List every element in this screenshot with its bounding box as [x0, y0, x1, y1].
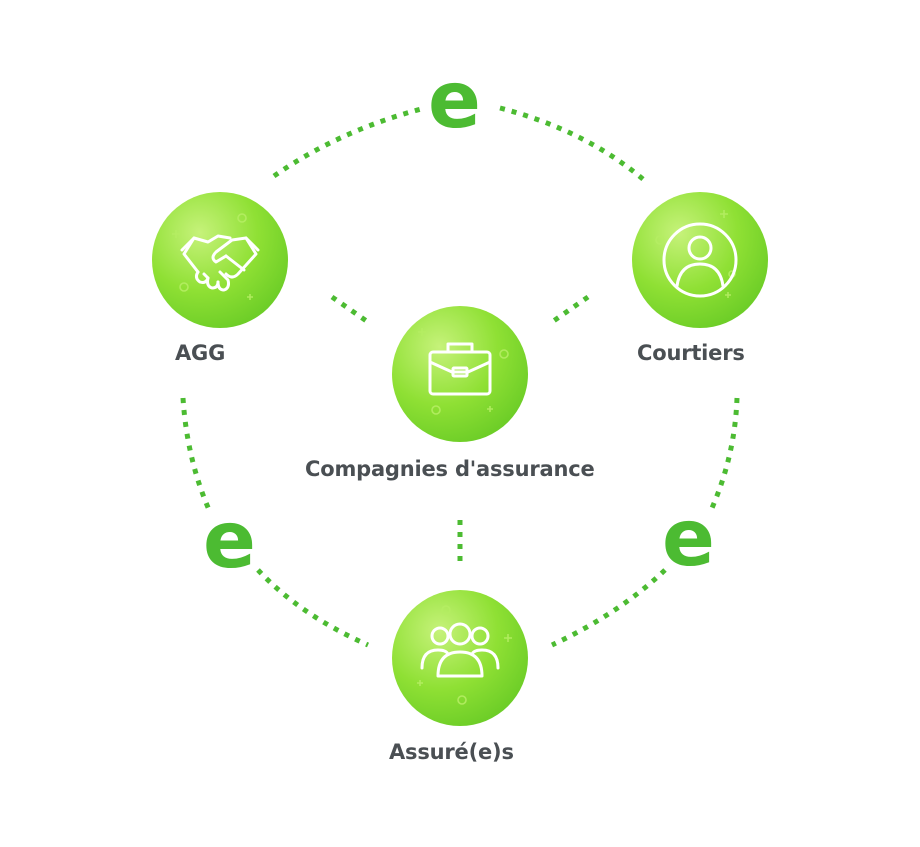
briefcase-icon: [428, 342, 492, 396]
node-agg: [152, 192, 288, 328]
connector-agg-top: [272, 105, 426, 179]
sparkle-decoration: [172, 213, 253, 300]
node-assures: [392, 590, 528, 726]
group-people-icon: [420, 622, 500, 678]
node-courtiers: [632, 192, 768, 328]
connector-agg-left: [180, 397, 213, 514]
sparkle-decoration: [418, 328, 509, 415]
label-courtiers: Courtiers: [637, 341, 745, 365]
connector-left-assures: [256, 568, 370, 648]
node-compagnies: [392, 306, 528, 442]
e-mark-left: e: [203, 496, 256, 586]
sparkle-decoration: [417, 605, 512, 705]
connector-right-assures: [550, 568, 667, 648]
connector-courtiers-right: [709, 397, 740, 509]
e-mark-right: e: [662, 494, 715, 584]
label-agg: AGG: [175, 341, 226, 365]
connector-agg-center: [330, 294, 370, 325]
e-mark-top: e: [428, 56, 481, 146]
label-compagnies: Compagnies d'assurance: [305, 457, 595, 481]
connector-top-courtiers: [499, 105, 646, 182]
user-circle-icon: [662, 222, 738, 298]
label-assures: Assuré(e)s: [389, 740, 514, 764]
handshake-icon: [180, 234, 260, 292]
connector-courtiers-center: [550, 294, 590, 325]
